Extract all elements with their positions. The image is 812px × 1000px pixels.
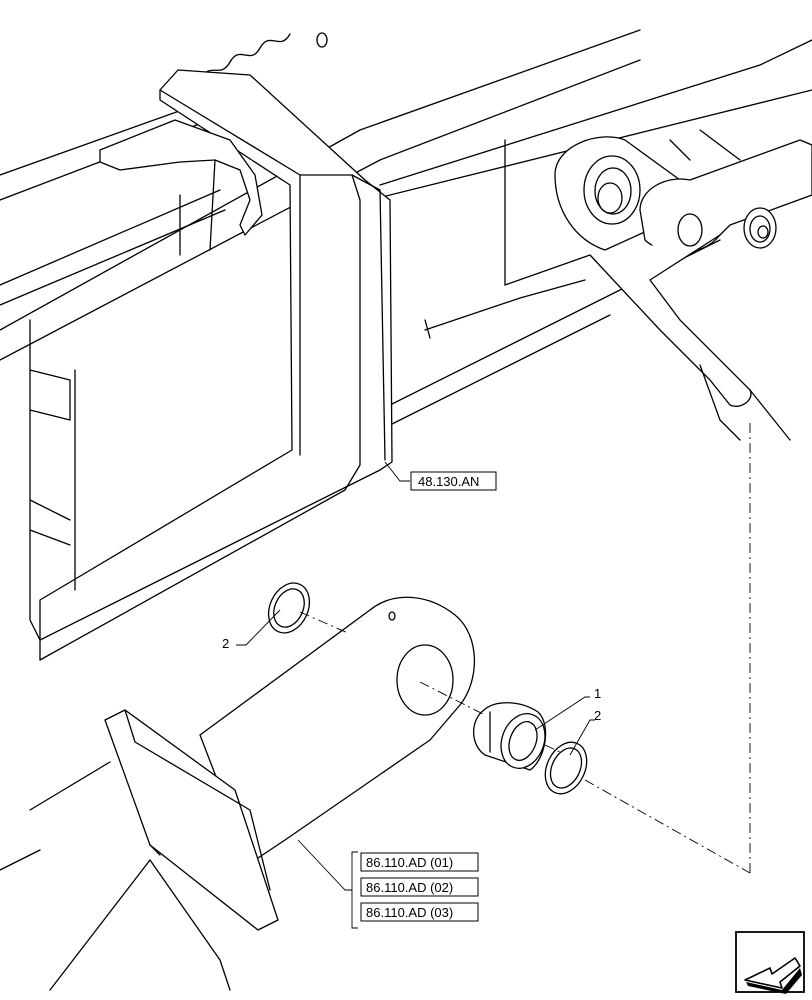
reference-label-group-1: 86.110.AD (01) <box>366 855 453 870</box>
callout-item-2-right[interactable]: 2 <box>594 708 601 723</box>
reference-label-top: 48.130.AN <box>418 474 479 489</box>
snap-ring-right <box>544 741 588 795</box>
snap-ring-left <box>267 582 311 634</box>
reference-box-top[interactable]: 48.130.AN <box>410 471 497 491</box>
direction-arrow-icon <box>735 931 805 994</box>
reference-group[interactable]: 86.110.AD (01) 86.110.AD (02) 86.110.AD … <box>351 851 479 929</box>
upper-boom-assembly <box>0 29 812 661</box>
pivot-linkage <box>554 129 812 441</box>
callout-item-1[interactable]: 1 <box>594 686 601 701</box>
bushing-part <box>472 702 547 771</box>
leader-lines <box>236 461 595 891</box>
reference-label-group-2: 86.110.AD (02) <box>366 880 453 895</box>
assembly-centerlines <box>299 420 751 874</box>
cylinder-rod-assembly <box>0 596 476 991</box>
callout-item-2-left[interactable]: 2 <box>222 636 229 651</box>
reference-label-group-3: 86.110.AD (03) <box>366 905 453 920</box>
